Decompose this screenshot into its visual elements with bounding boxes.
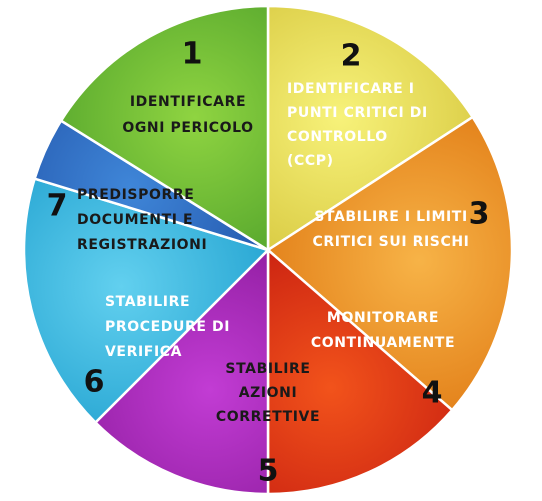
wheel-segment-2 — [266, 115, 514, 412]
step-6-label-line: VERIFICA — [105, 344, 182, 360]
step-2-number: 2 — [341, 39, 362, 74]
step-2-label-line: CONTROLLO — [287, 129, 388, 145]
step-1-label-line: OGNI PERICOLO — [122, 120, 253, 136]
step-5-label-line: AZIONI — [239, 385, 298, 401]
wheel-segment-7 — [59, 4, 270, 252]
step-1-number: 1 — [182, 37, 203, 72]
step-7-label-line: REGISTRAZIONI — [77, 237, 207, 253]
step-3-label-line: CRITICI SUI RISCHI — [313, 234, 470, 250]
step-2-label-line: IDENTIFICARE I — [287, 81, 415, 97]
step-3-label: STABILIRE I LIMITI CRITICI SUI RISCHI — [313, 209, 470, 250]
wheel-segment-5 — [22, 177, 270, 424]
step-4-label-line: CONTINUAMENTE — [311, 335, 455, 351]
step-2-label: IDENTIFICARE I PUNTI CRITICI DI CONTROLLO (… — [287, 81, 428, 169]
step-2-label-line: PUNTI CRITICI DI — [287, 105, 428, 121]
step-6-number: 6 — [84, 365, 105, 400]
step-3-number: 3 — [469, 197, 490, 232]
step-6-label: STABILIRE PROCEDURE DI VERIFICA — [105, 294, 230, 360]
step-4-number: 4 — [422, 376, 443, 411]
step-6-label-line: STABILIRE — [105, 294, 190, 310]
step-6-label-line: PROCEDURE DI — [105, 319, 230, 335]
step-2-label-line: (CCP) — [287, 153, 334, 169]
step-7-number: 7 — [47, 189, 68, 224]
wheel-segment-3 — [266, 248, 454, 496]
wheel-segment-4 — [94, 248, 270, 496]
step-1-label-line: IDENTIFICARE — [130, 94, 246, 110]
step-4-label: MONITORARE CONTINUAMENTE — [311, 310, 455, 351]
step-5-label-line: CORRETTIVE — [216, 409, 320, 425]
wheel-segment-1 — [266, 4, 474, 252]
step-1-label: IDENTIFICARE OGNI PERICOLO — [122, 94, 253, 136]
step-3-label-line: STABILIRE I LIMITI — [314, 209, 468, 225]
step-5-label: STABILIRE AZIONI CORRETTIVE — [216, 361, 320, 425]
step-5-number: 5 — [258, 454, 279, 489]
wheel-segments — [22, 4, 514, 496]
step-7-label-line: DOCUMENTI E — [77, 212, 193, 228]
step-5-label-line: STABILIRE — [225, 361, 310, 377]
step-7-label-line: PREDISPORRE — [77, 187, 194, 203]
step-7-label: PREDISPORRE DOCUMENTI E REGISTRAZIONI — [77, 187, 207, 253]
step-4-label-line: MONITORARE — [327, 310, 439, 326]
